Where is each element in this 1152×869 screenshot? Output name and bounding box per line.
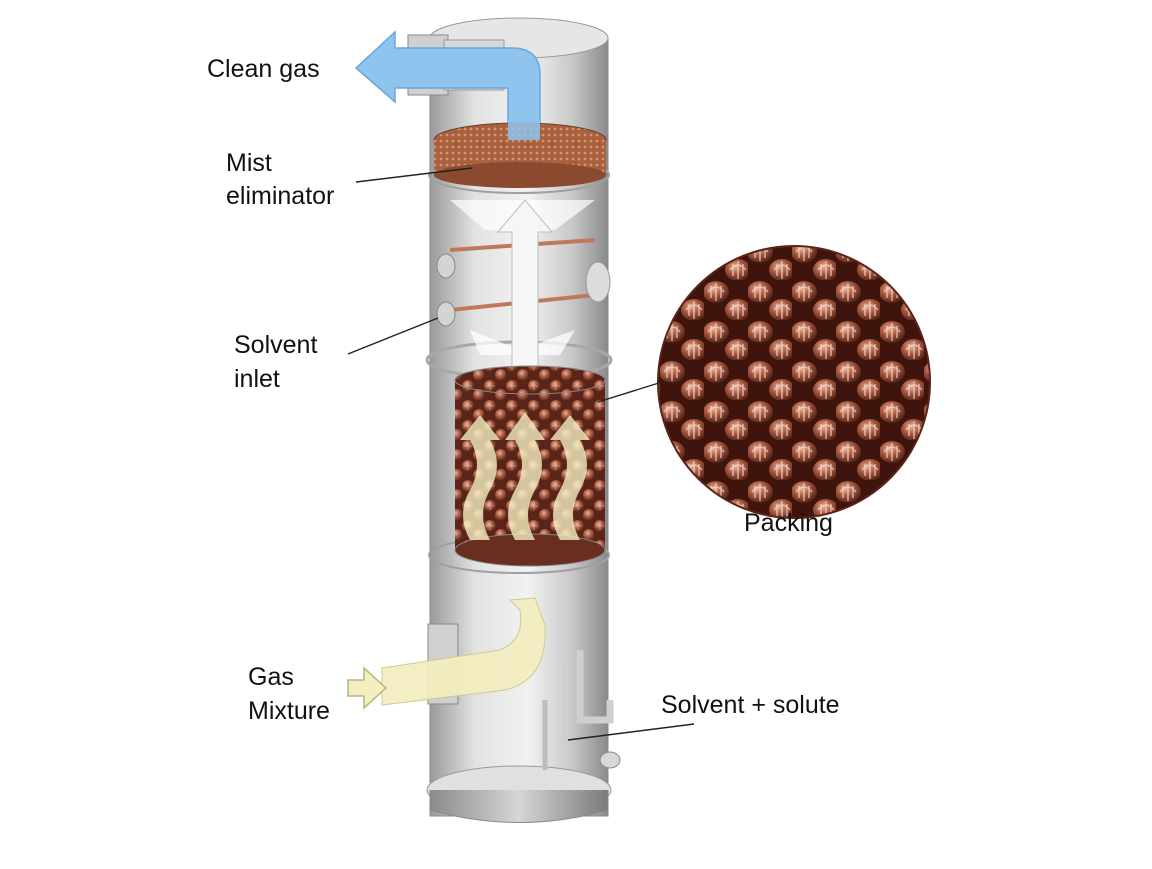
gas-inlet-duct — [381, 597, 546, 706]
label-packing: Packing — [744, 509, 833, 537]
solvent-outlet-pipes — [542, 650, 621, 770]
label-clean-gas: Clean gas — [207, 55, 320, 83]
label-solvent-inlet-line2: inlet — [234, 365, 280, 393]
leader-lines — [347, 167, 695, 741]
clean-gas-arrow-icon — [354, 30, 541, 141]
label-mist-eliminator-line2: eliminator — [226, 182, 335, 210]
internal-flow-arrow-icon — [496, 199, 554, 376]
mist-eliminator-pad — [433, 120, 607, 188]
label-solvent-solute: Solvent + solute — [661, 691, 840, 719]
packing-magnified-view — [657, 245, 931, 519]
packing-bed — [454, 365, 606, 567]
label-gas-mixture-line2: Mixture — [248, 697, 330, 725]
gas-inlet-arrow-icon — [347, 666, 388, 710]
label-mist-eliminator-line1: Mist — [226, 149, 272, 177]
label-gas-mixture-line1: Gas — [248, 663, 294, 691]
label-solvent-inlet-line1: Solvent — [234, 331, 318, 359]
